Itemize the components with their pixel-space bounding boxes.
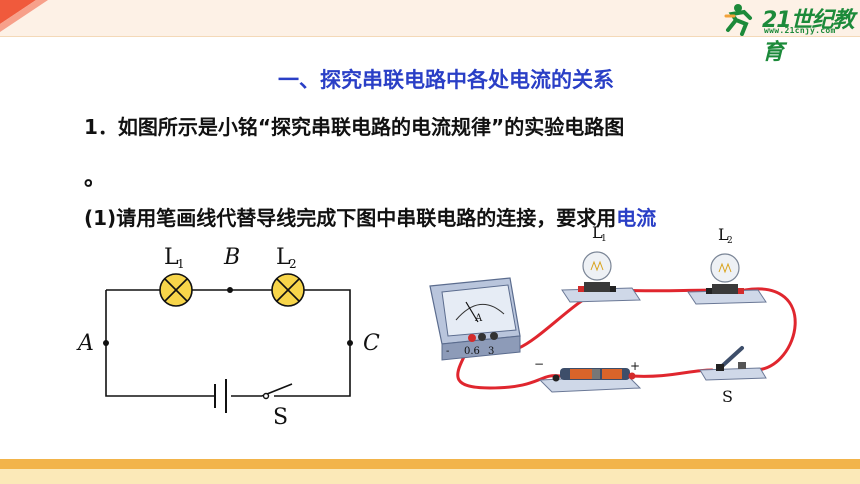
- apparatus-lamp1: L 1: [561, 223, 641, 303]
- question-line-3: (1)请用笔画线代替导线完成下图中串联电路的连接，要求用电流: [84, 202, 656, 231]
- apparatus-lamp1-label: L: [592, 223, 603, 242]
- point-b-label: B: [223, 245, 240, 270]
- lamp2-label: L: [276, 245, 291, 270]
- footer-bar: [0, 459, 860, 469]
- header-strip: [0, 0, 860, 36]
- circuit-schematic: L 1 B L 2 A C S: [76, 245, 380, 430]
- question-line-3-text: (1)请用笔画线代替导线完成下图中串联电路的连接，要求用: [84, 206, 617, 230]
- schematic-lamp1: [159, 273, 193, 307]
- lamp1-label: L: [164, 245, 179, 270]
- wire-lamp2-switch: [743, 287, 797, 372]
- logo-brand: 21世纪教育: [762, 8, 855, 65]
- lamp2-sub: 2: [289, 257, 297, 271]
- apparatus-lamp2-sub: 2: [727, 236, 733, 246]
- point-c-label: C: [363, 331, 380, 356]
- apparatus-switch-label: S: [722, 387, 733, 406]
- ammeter-terminal-06: 0.6: [464, 346, 480, 357]
- footer-strip: [0, 469, 860, 484]
- logo-runner-icon: [724, 4, 752, 36]
- question-line-1: 1．如图所示是小铭“探究串联电路的电流规律”的实验电路图: [84, 115, 625, 139]
- corner-decoration: [0, 0, 48, 32]
- lamp1-sub: 1: [177, 257, 185, 271]
- ammeter-symbol: A: [474, 313, 483, 324]
- apparatus-lamp2-label: L: [718, 225, 729, 244]
- ammeter-terminal-neg: -: [446, 346, 449, 357]
- ammeter: A - 0.6 3: [429, 277, 521, 361]
- section-heading: 一、探究串联电路中各处电流的关系: [278, 68, 614, 92]
- switch-label: S: [273, 405, 288, 430]
- header-divider: [0, 36, 860, 37]
- battery-minus-label: −: [534, 357, 544, 371]
- wire-ammeter-battery: [456, 338, 562, 390]
- node-c: [347, 340, 353, 346]
- question-highlight: 电流: [616, 206, 657, 230]
- apparatus-diagram: A - 0.6 3 L 1 L 2 − +: [429, 223, 797, 406]
- battery-plus-label: +: [630, 359, 640, 373]
- point-a-label: A: [76, 331, 94, 356]
- apparatus-lamp1-sub: 1: [601, 234, 607, 244]
- apparatus-switch: S: [699, 346, 767, 406]
- question-line-2: 。: [84, 166, 107, 191]
- schematic-lamp2: [271, 273, 305, 307]
- node-b: [227, 287, 233, 293]
- node-a: [103, 340, 109, 346]
- apparatus-battery: − +: [534, 357, 642, 393]
- ammeter-terminal-3: 3: [488, 346, 494, 357]
- apparatus-lamp2: L 2: [687, 225, 767, 305]
- logo-url: www.21cnjy.com: [764, 26, 836, 35]
